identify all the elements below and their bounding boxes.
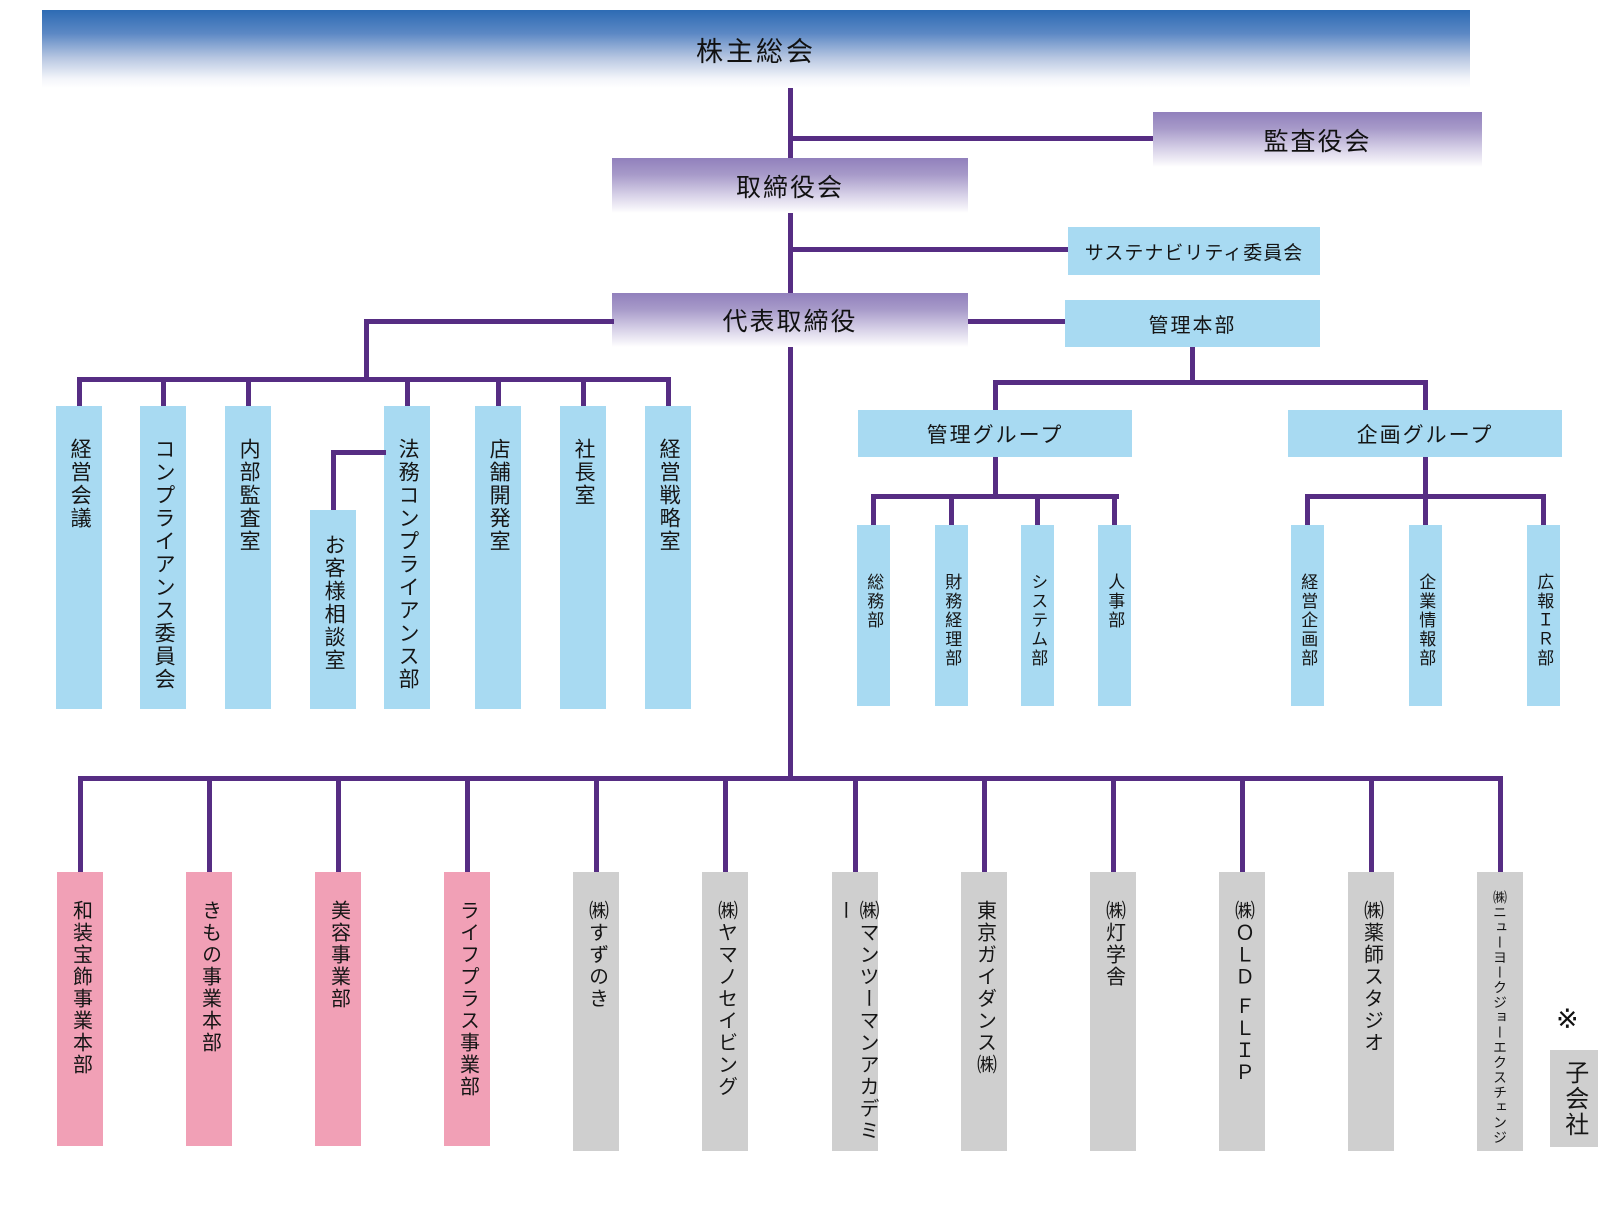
node-division-kimono: きもの事業本部: [186, 872, 232, 1146]
connector-line: [1423, 494, 1428, 525]
connector-line: [949, 494, 954, 525]
node-corporate-strategy-office: 経営戦略室: [645, 406, 691, 709]
node-audit-board: 監査役会: [1153, 112, 1482, 167]
node-corporate-planning-dept: 経営企画部: [1291, 525, 1324, 706]
connector-line: [790, 136, 1153, 141]
node-label: 管理本部: [1148, 315, 1237, 337]
connector-line: [594, 776, 599, 872]
node-hr-dept: 人事部: [1098, 525, 1131, 706]
connector-line: [331, 450, 336, 510]
node-label: 管理グループ: [926, 423, 1064, 447]
connector-line: [993, 380, 1428, 385]
connector-line: [246, 377, 251, 406]
connector-line: [1305, 494, 1310, 525]
connector-line: [790, 247, 1068, 252]
connector-line: [968, 319, 1065, 324]
connector-line: [581, 377, 586, 406]
connector-line: [723, 776, 728, 872]
node-subsidiary-suzunoki: ㈱すずのき: [573, 872, 619, 1151]
connector-line: [364, 319, 369, 382]
node-subsidiary-yakushi-studio: ㈱薬師スタジオ: [1348, 872, 1394, 1151]
connector-line: [364, 319, 614, 324]
node-planning-group: 企画グループ: [1288, 410, 1562, 457]
connector-line: [1112, 494, 1117, 525]
node-subsidiary-tougakusya: ㈱灯学舎: [1090, 872, 1136, 1151]
connector-line: [78, 776, 83, 872]
connector-line: [1190, 347, 1195, 383]
node-corporate-information-dept: 企業情報部: [1409, 525, 1442, 706]
connector-line: [331, 450, 386, 455]
node-label: 代表取締役: [722, 308, 858, 336]
connector-line: [496, 377, 501, 406]
node-customer-consultation-office: お客様相談室: [310, 510, 356, 709]
connector-line: [465, 776, 470, 872]
node-label: 監査役会: [1263, 127, 1372, 156]
node-board-of-directors: 取締役会: [612, 158, 968, 213]
connector-line: [1498, 776, 1503, 872]
legend-subsidiary-box: 子会社: [1550, 1050, 1598, 1147]
node-division-wasou-jewelry: 和装宝飾事業本部: [57, 872, 103, 1146]
connector-line: [788, 213, 793, 293]
node-internal-audit-office: 内部監査室: [225, 406, 271, 709]
node-admin-headquarters: 管理本部: [1065, 300, 1320, 347]
connector-line: [1111, 776, 1116, 872]
connector-line: [993, 457, 998, 497]
connector-line: [1541, 494, 1546, 525]
node-general-affairs-dept: 総務部: [857, 525, 890, 706]
node-subsidiary-new-york-joe-exchange: ㈱ニューヨークジョーエクスチェンジ: [1477, 872, 1523, 1151]
node-compliance-committee: コンプライアンス委員会: [140, 406, 186, 709]
node-management-group: 管理グループ: [858, 410, 1132, 457]
connector-line: [161, 377, 166, 406]
connector-line: [78, 776, 1503, 781]
node-management-council: 経営会議: [56, 406, 102, 709]
node-pr-ir-dept: 広報ＩＲ部: [1527, 525, 1560, 706]
connector-line: [982, 776, 987, 872]
node-subsidiary-yamano-saving: ㈱ヤマノセイビング: [702, 872, 748, 1151]
node-subsidiary-tokyo-guidance: 東京ガイダンス㈱: [961, 872, 1007, 1151]
node-label: サステナビリティ委員会: [1084, 242, 1304, 264]
node-representative-director: 代表取締役: [612, 293, 968, 347]
connector-line: [77, 377, 671, 382]
connector-line: [207, 776, 212, 872]
node-shareholders-meeting: 株主総会: [42, 10, 1470, 88]
connector-line: [853, 776, 858, 872]
connector-line: [871, 494, 1119, 499]
connector-line: [871, 494, 876, 525]
connector-line: [788, 88, 793, 158]
connector-line: [788, 347, 793, 781]
connector-line: [1423, 457, 1428, 497]
node-label: 株主総会: [696, 36, 816, 67]
connector-line: [1035, 494, 1040, 525]
connector-line: [1423, 380, 1428, 410]
node-system-dept: システム部: [1021, 525, 1054, 706]
node-division-lifeplus: ライフプラス事業部: [444, 872, 490, 1146]
connector-line: [993, 380, 998, 410]
connector-line: [666, 377, 671, 406]
connector-line: [405, 377, 410, 406]
connector-line: [1240, 776, 1245, 872]
connector-line: [77, 377, 82, 406]
node-subsidiary-old-flip: ㈱ＯＬＤ ＦＬＩＰ: [1219, 872, 1265, 1151]
connector-line: [1369, 776, 1374, 872]
node-legal-compliance-dept: 法務コンプライアンス部: [384, 406, 430, 709]
node-subsidiary-man-to-man-academy: ㈱マンツーマンアカデミー: [832, 872, 878, 1151]
node-store-development-office: 店舗開発室: [475, 406, 521, 709]
node-label: 企画グループ: [1356, 423, 1494, 447]
node-president-office: 社長室: [560, 406, 606, 709]
node-finance-accounting-dept: 財務経理部: [935, 525, 968, 706]
connector-line: [336, 776, 341, 872]
node-division-beauty: 美容事業部: [315, 872, 361, 1146]
node-sustainability-committee: サステナビリティ委員会: [1068, 227, 1320, 275]
node-label: 取締役会: [735, 173, 844, 202]
legend-note-mark: ※: [1556, 1004, 1579, 1034]
